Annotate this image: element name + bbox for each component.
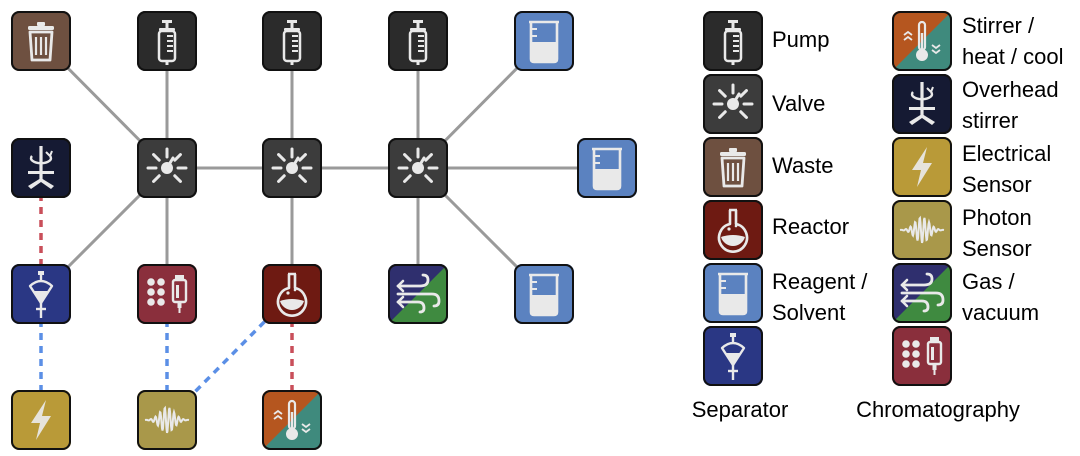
node-pump1 bbox=[137, 11, 197, 71]
legend-tile-pump bbox=[703, 11, 763, 71]
legend-label-electrical: Electrical Sensor bbox=[962, 141, 1052, 197]
valve-icon bbox=[397, 147, 439, 183]
legend-label-separator: Separator bbox=[691, 397, 789, 422]
legend-label-reactor: Reactor bbox=[772, 214, 850, 239]
node-chrom1 bbox=[137, 264, 197, 324]
gas-icon bbox=[396, 273, 441, 314]
legend-tile-electrical bbox=[892, 137, 952, 197]
node-valve1 bbox=[137, 138, 197, 198]
valve-icon bbox=[712, 83, 754, 119]
legend-icons bbox=[703, 11, 952, 386]
chromatography-icon bbox=[902, 337, 943, 375]
reactor-icon bbox=[276, 272, 308, 317]
pump-icon bbox=[408, 20, 428, 65]
electrical-icon bbox=[31, 400, 51, 440]
legend-label-stirrer: Stirrer / heat / cool bbox=[962, 13, 1064, 69]
photon-icon bbox=[144, 405, 190, 434]
valve-icon bbox=[271, 147, 313, 183]
gas-icon bbox=[900, 272, 945, 313]
node-pump3 bbox=[388, 11, 448, 71]
photon-icon bbox=[899, 215, 945, 244]
overhead-icon bbox=[909, 82, 935, 125]
legend-tile-reagent bbox=[703, 263, 763, 323]
legend-tile-separator bbox=[703, 326, 763, 386]
valve-icon bbox=[146, 147, 188, 183]
legend-label-gas: Gas / vacuum bbox=[962, 269, 1040, 325]
node-valve3 bbox=[388, 138, 448, 198]
reactor-icon bbox=[717, 208, 749, 253]
legend-tile-waste bbox=[703, 137, 763, 197]
reagent-icon bbox=[592, 147, 622, 191]
legend-label-reagent: Reagent / Solvent bbox=[772, 269, 868, 325]
stirrer-icon bbox=[273, 399, 311, 440]
stirrer-icon bbox=[903, 20, 941, 61]
legend-label-waste: Waste bbox=[772, 153, 834, 178]
waste-icon bbox=[720, 148, 746, 188]
legend-tile-chromatography bbox=[892, 326, 952, 386]
reagent-icon bbox=[718, 272, 748, 316]
pump-icon bbox=[282, 20, 302, 65]
legend-label-valve: Valve bbox=[772, 91, 826, 116]
legend-label-pump: Pump bbox=[772, 27, 830, 52]
legend-tile-stirrer bbox=[892, 11, 952, 71]
node-waste1 bbox=[11, 11, 71, 71]
node-reactor1 bbox=[262, 264, 322, 324]
node-valve2 bbox=[262, 138, 322, 198]
separator-icon bbox=[28, 271, 54, 318]
edges-layer bbox=[39, 39, 607, 422]
node-pump2 bbox=[262, 11, 322, 71]
reagent-icon bbox=[529, 273, 559, 317]
nodes-layer bbox=[11, 11, 637, 450]
node-reagent2 bbox=[577, 138, 637, 198]
pump-icon bbox=[157, 20, 177, 65]
node-gas1 bbox=[388, 264, 448, 324]
overhead-icon bbox=[28, 146, 54, 189]
electrical-icon bbox=[912, 147, 932, 187]
separator-icon bbox=[720, 333, 746, 380]
reagent-icon bbox=[529, 20, 559, 64]
legend-tile-reactor bbox=[703, 200, 763, 260]
legend-tile-photon bbox=[892, 200, 952, 260]
legend-label-photon: Photon Sensor bbox=[962, 205, 1032, 261]
waste-icon bbox=[28, 22, 54, 62]
node-photon1 bbox=[137, 390, 197, 450]
node-reagent1 bbox=[514, 11, 574, 71]
legend-tile-valve bbox=[703, 74, 763, 134]
node-separator1 bbox=[11, 264, 71, 324]
pump-icon bbox=[723, 20, 743, 65]
node-electrical1 bbox=[11, 390, 71, 450]
node-overhead1 bbox=[11, 138, 71, 198]
legend-label-overhead: Overhead stirrer bbox=[962, 77, 1059, 133]
node-stirrer1 bbox=[262, 390, 322, 450]
legend-tile-overhead bbox=[892, 74, 952, 134]
legend-label-chromatography: Chromatography bbox=[856, 397, 1020, 422]
chromatography-icon bbox=[147, 275, 188, 313]
legend-tile-gas bbox=[892, 263, 952, 323]
node-reagent3 bbox=[514, 264, 574, 324]
